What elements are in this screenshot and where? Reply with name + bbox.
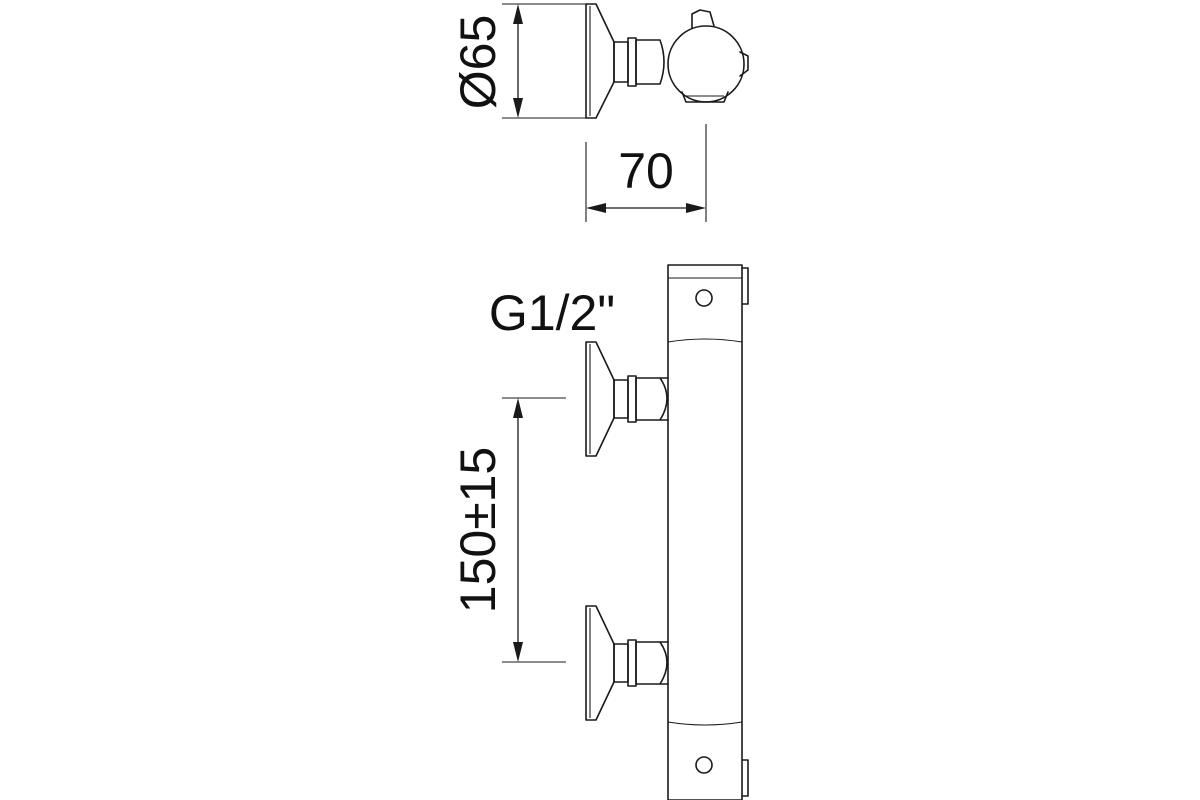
depth-dimension [585, 124, 707, 222]
side-view [585, 3, 749, 119]
lower-inlet [585, 605, 669, 721]
front-view [585, 264, 749, 800]
mixer-body [667, 264, 749, 800]
side-view-valve-body [667, 9, 749, 103]
diameter-dimension [502, 3, 586, 119]
side-view-connector [613, 37, 665, 87]
spacing-label: 150±15 [450, 447, 506, 613]
diameter-label: Ø65 [450, 15, 506, 110]
thread-label: G1/2" [489, 285, 615, 341]
side-view-wall-flange [585, 3, 615, 119]
upper-inlet [585, 341, 669, 457]
depth-label: 70 [618, 143, 674, 199]
top-screw-hole [695, 289, 713, 307]
bottom-screw-hole [695, 756, 713, 774]
spacing-dimension [502, 397, 566, 663]
